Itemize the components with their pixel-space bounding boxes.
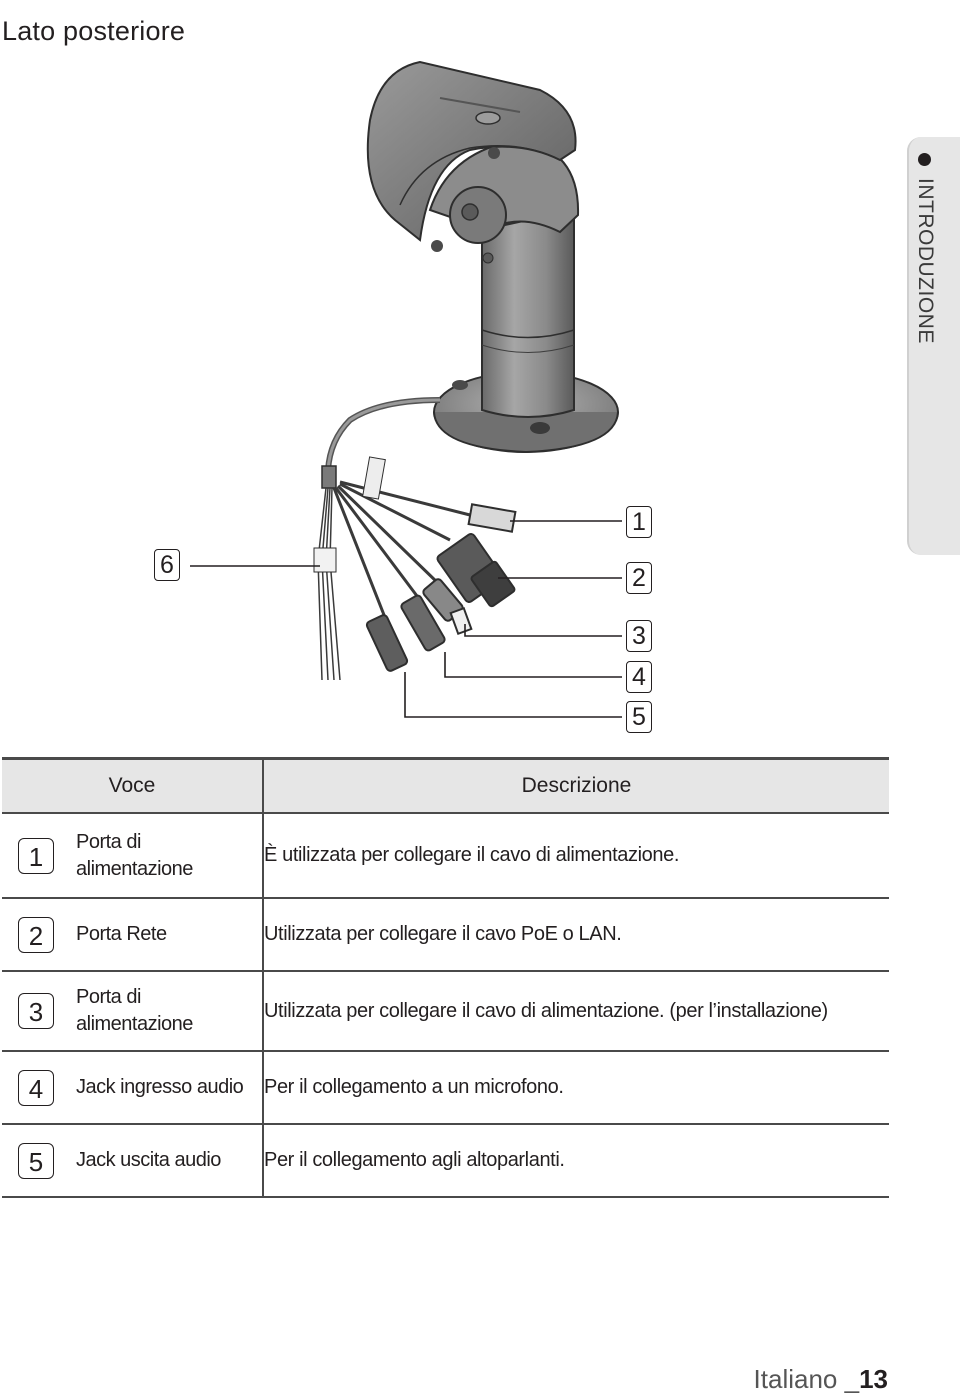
header-descrizione: Descrizione xyxy=(263,757,889,814)
camera-body-icon xyxy=(366,60,619,454)
table-row: 3 Porta di alimentazione Utilizzata per … xyxy=(2,971,889,1052)
row-voce: Jack ingresso audio xyxy=(76,1076,244,1098)
ports-table: Voce Descrizione 1 Porta di alimentazion… xyxy=(2,757,889,1198)
row-number: 4 xyxy=(18,1069,54,1106)
page-title: Lato posteriore xyxy=(2,16,186,47)
callout-2: 2 xyxy=(626,562,652,594)
row-voce: Porta di alimentazione xyxy=(76,986,193,1035)
row-voce: Porta Rete xyxy=(76,923,167,945)
footer-language: Italiano _ xyxy=(753,1364,860,1394)
section-tab xyxy=(907,137,960,555)
page-footer: Italiano _13 xyxy=(754,1364,888,1395)
row-number: 5 xyxy=(18,1142,54,1179)
power-cable-icon xyxy=(313,397,471,681)
table-header-row: Voce Descrizione xyxy=(2,757,889,814)
bullet-icon xyxy=(918,153,931,166)
camera-rear-diagram xyxy=(190,60,622,718)
section-tab-label: INTRODUZIONE xyxy=(914,178,937,344)
row-descrizione: È utilizzata per collegare il cavo di al… xyxy=(263,813,889,899)
table-row: 1 Porta di alimentazione È utilizzata pe… xyxy=(2,813,889,899)
row-voce: Jack uscita audio xyxy=(76,1149,221,1171)
row-descrizione: Utilizzata per collegare il cavo di alim… xyxy=(263,971,889,1052)
callout-4: 4 xyxy=(626,661,652,693)
row-descrizione: Per il collegamento a un microfono. xyxy=(263,1051,889,1125)
callout-1: 1 xyxy=(626,506,652,538)
table-row: 4 Jack ingresso audio Per il collegament… xyxy=(2,1051,889,1125)
callout-5: 5 xyxy=(626,701,652,733)
header-voce: Voce xyxy=(2,757,264,814)
page-number: 13 xyxy=(859,1364,888,1394)
callout-6: 6 xyxy=(154,549,180,581)
ethernet-connector-icon xyxy=(436,503,517,608)
row-descrizione: Utilizzata per collegare il cavo PoE o L… xyxy=(263,898,889,972)
row-number: 3 xyxy=(18,993,54,1029)
audio-jack-icon xyxy=(365,578,473,672)
row-number: 1 xyxy=(18,837,54,874)
table-row: 2 Porta Rete Utilizzata per collegare il… xyxy=(2,898,889,972)
row-number: 2 xyxy=(18,916,54,953)
callout-3: 3 xyxy=(626,620,652,652)
row-voce: Porta di alimentazione xyxy=(76,830,193,880)
table-row: 5 Jack uscita audio Per il collegamento … xyxy=(2,1124,889,1198)
row-descrizione: Per il collegamento agli altoparlanti. xyxy=(263,1124,889,1198)
